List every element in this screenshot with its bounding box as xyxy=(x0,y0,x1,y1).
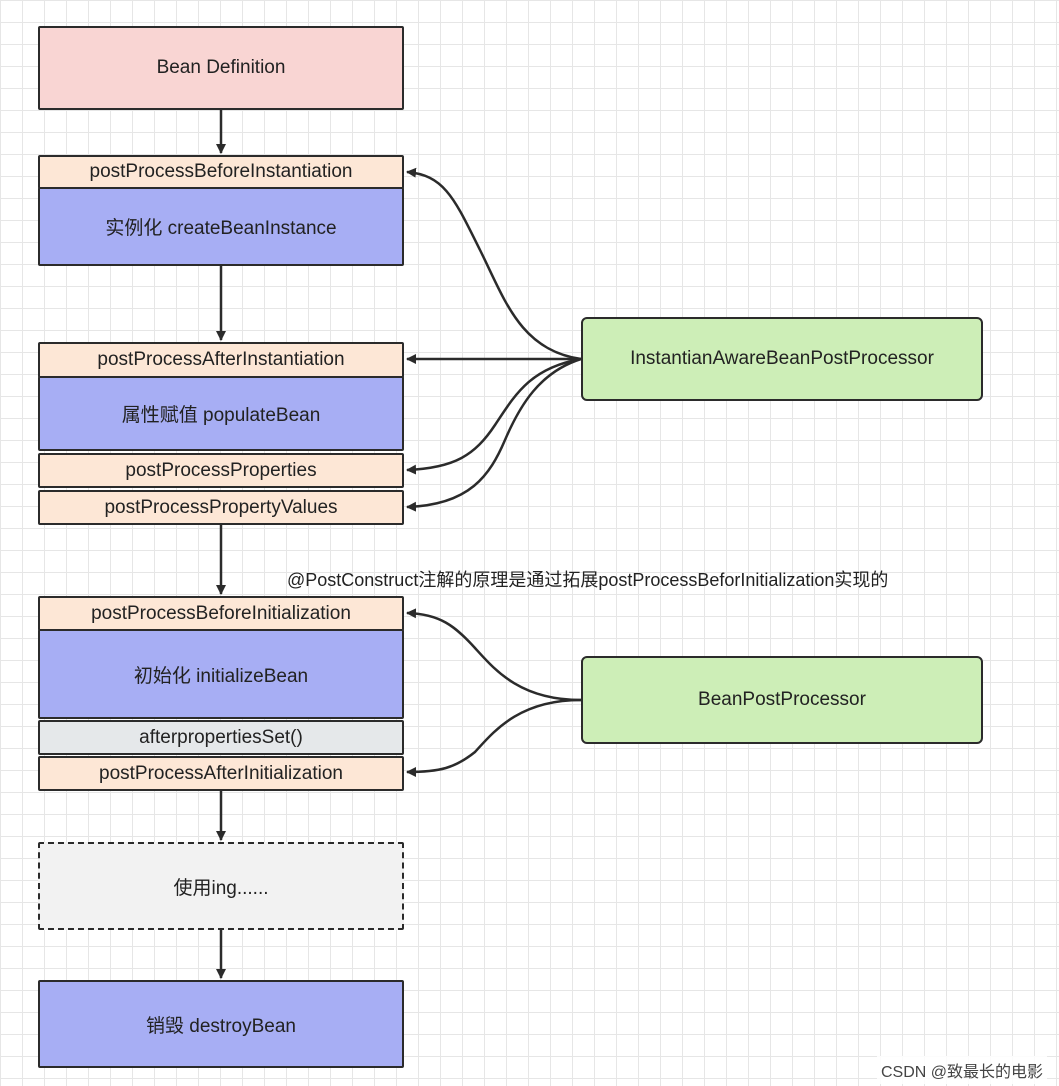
post-process-property-values-box: postProcessPropertyValues xyxy=(38,490,404,525)
initialize-bean-box: 初始化 initializeBean xyxy=(38,629,404,719)
post-process-after-initialization-box: postProcessAfterInitialization xyxy=(38,756,404,791)
connector-to-before-initialization xyxy=(406,608,582,702)
post-process-properties-box: postProcessProperties xyxy=(38,453,404,488)
create-bean-instance-box: 实例化 createBeanInstance xyxy=(38,187,404,266)
bean-post-processor-box: BeanPostProcessor xyxy=(581,656,983,744)
post-construct-note: @PostConstruct注解的原理是通过拓展postProcessBefor… xyxy=(287,570,889,590)
connector-to-after-initialization xyxy=(406,698,582,777)
after-properties-set-box: afterpropertiesSet() xyxy=(38,720,404,755)
connector-to-before-instantiation xyxy=(406,167,582,361)
csdn-watermark: CSDN @致最长的电影 xyxy=(876,1056,1047,1084)
connector-to-post-process-property-values xyxy=(406,357,582,512)
instantiation-aware-processor-box: InstantianAwareBeanPostProcessor xyxy=(581,317,983,401)
destroy-bean-box: 销毁 destroyBean xyxy=(38,980,404,1068)
in-use-box: 使用ing...... xyxy=(38,842,404,930)
bean-definition-box: Bean Definition xyxy=(38,26,404,110)
connector-to-post-process-properties xyxy=(406,357,582,475)
populate-bean-box: 属性赋值 populateBean xyxy=(38,376,404,451)
